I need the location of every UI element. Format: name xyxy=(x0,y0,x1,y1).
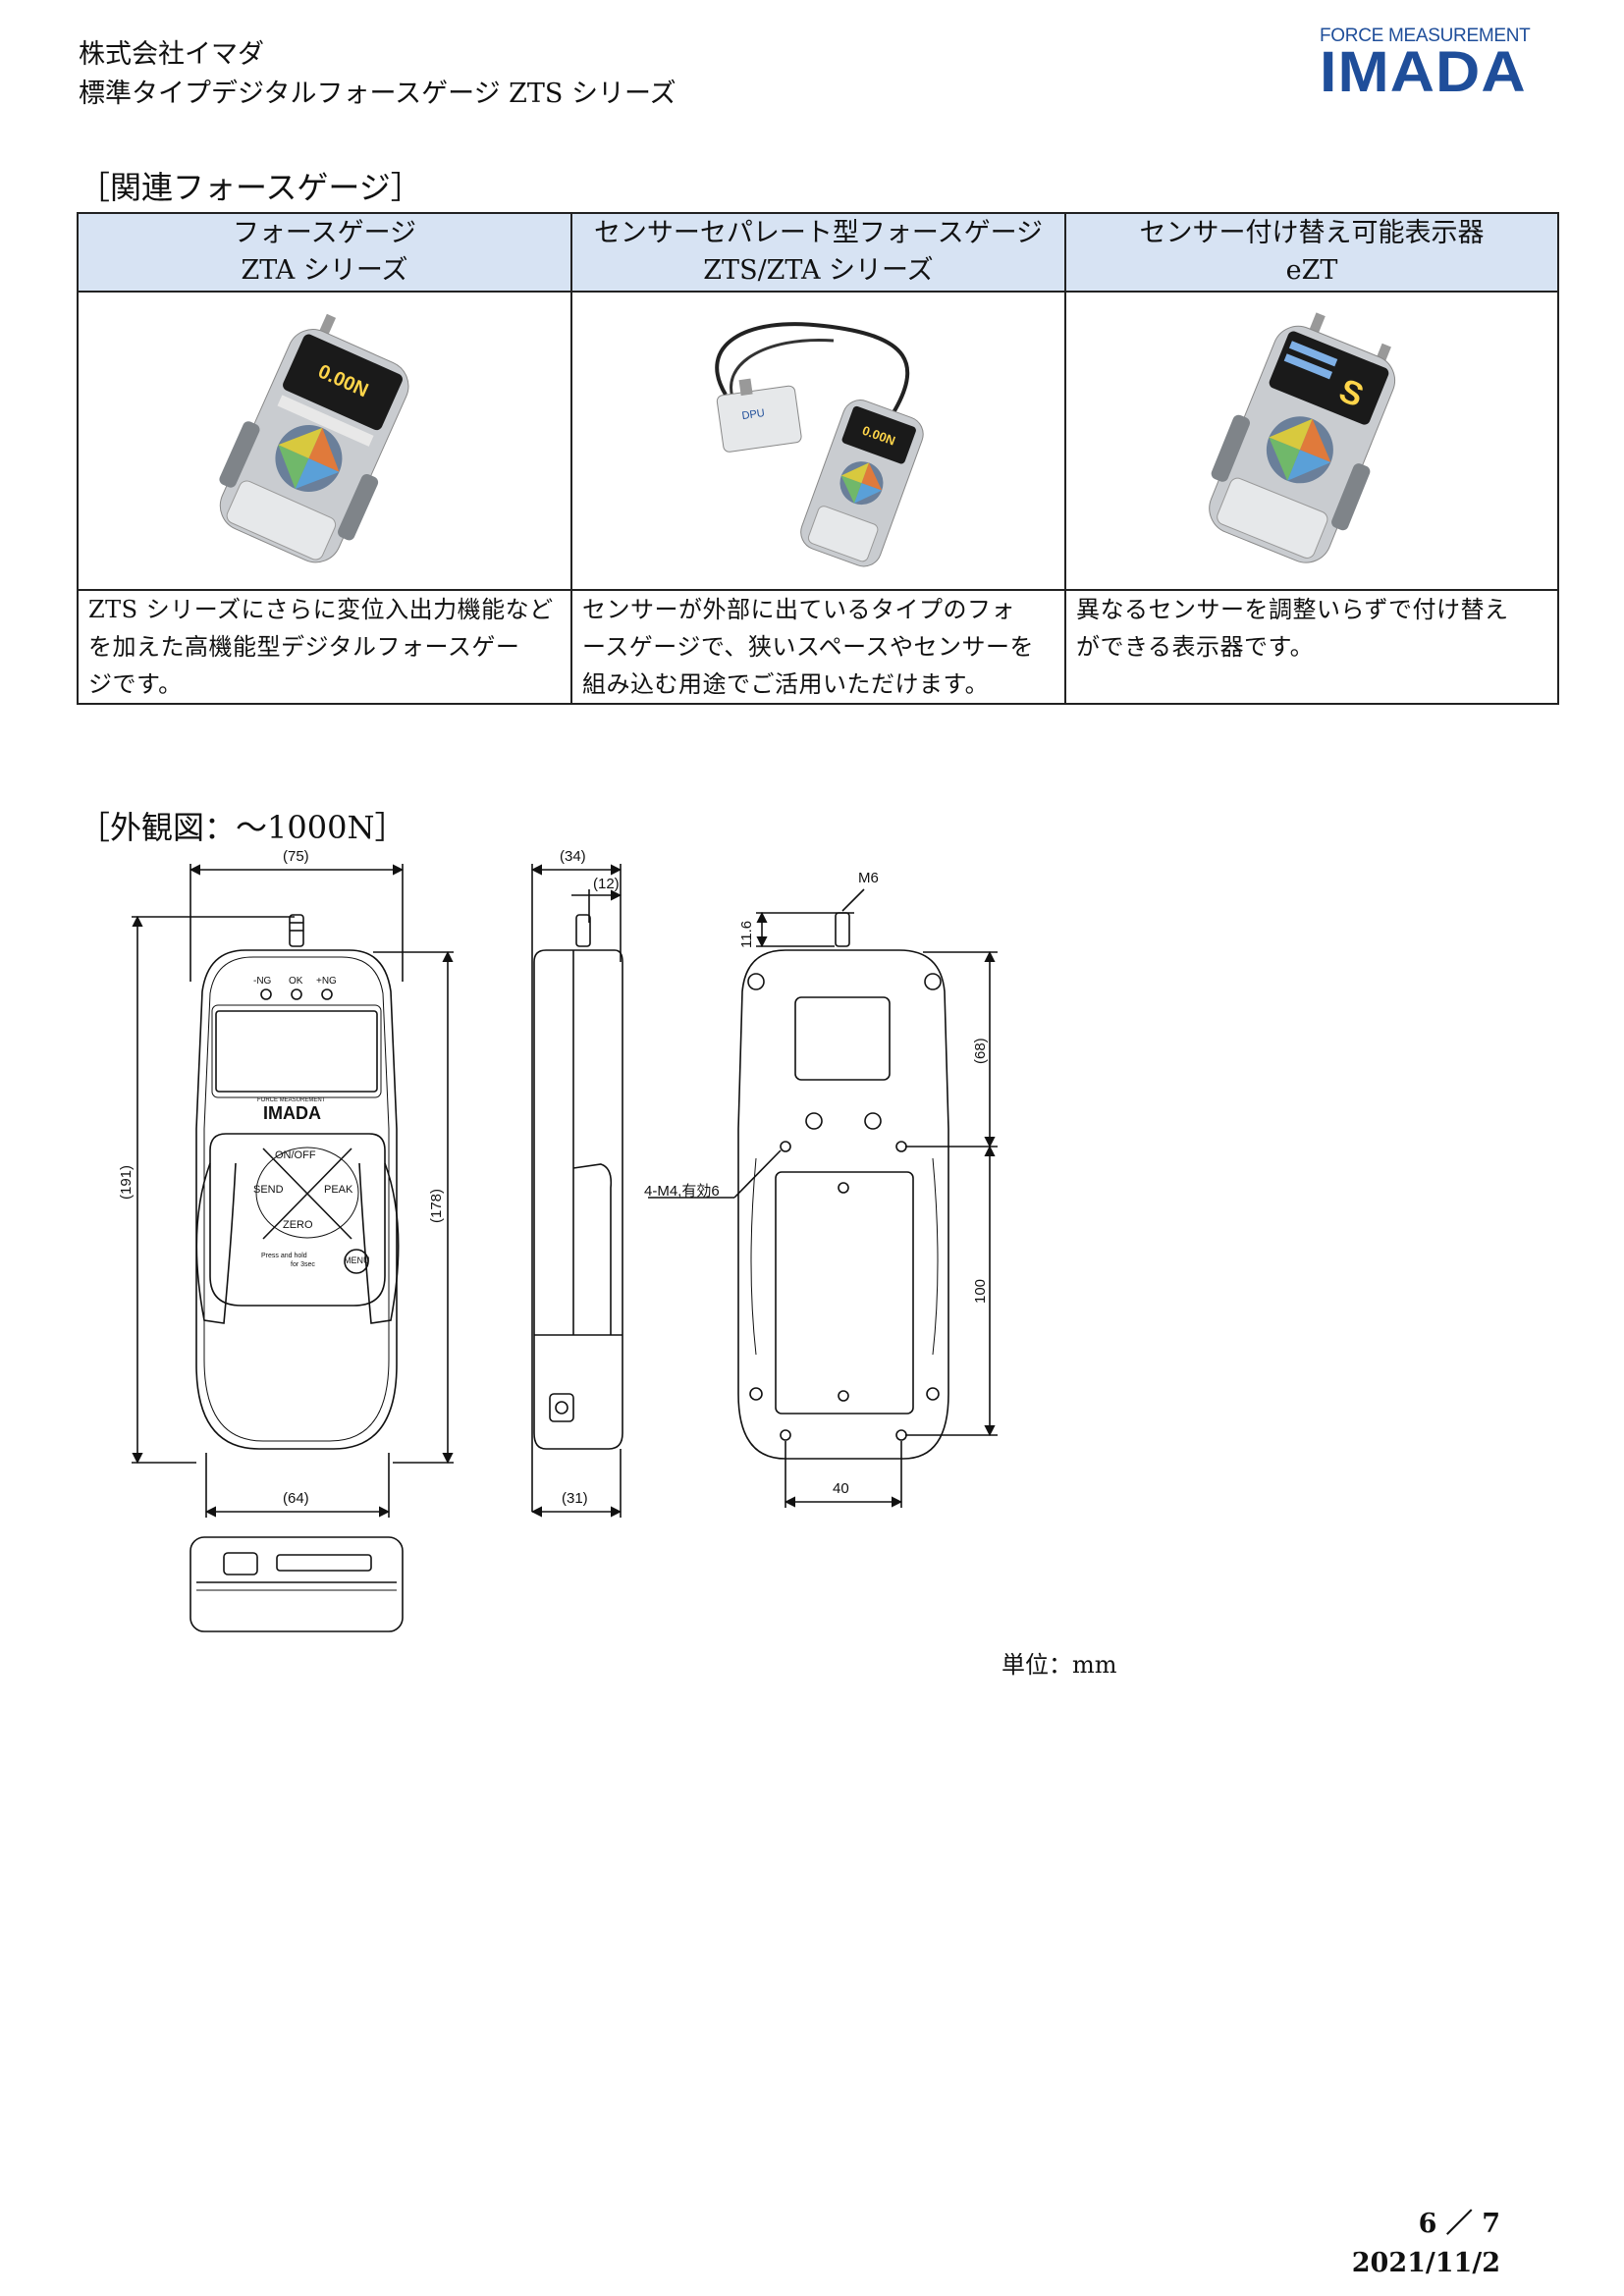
product-description: センサーが外部に出ているタイプのフォ ースゲージで、狭いスペースやセンサーを 組… xyxy=(570,589,1066,705)
desc-line: センサーが外部に出ているタイプのフォ xyxy=(582,596,1015,623)
product-image-cell: S xyxy=(1064,291,1559,591)
product-header-zta: フォースゲージ ZTA シリーズ xyxy=(77,212,572,293)
technical-drawing xyxy=(132,864,998,1632)
page-number: 6 ／ 7 xyxy=(1418,2209,1500,2239)
related-products-table: フォースゲージ ZTA シリーズ センサーセパレート型フォースゲージ ZTS/Z… xyxy=(77,212,1559,705)
separate-gauge-image: DPU 0.00N xyxy=(714,322,924,567)
desc-line: 異なるセンサーを調整いらずで付け替え xyxy=(1076,596,1509,623)
related-section-title: ［関連フォースゲージ］ xyxy=(79,169,422,206)
document-title: 標準タイプデジタルフォースゲージ ZTS シリーズ xyxy=(79,79,677,109)
front-view xyxy=(132,864,454,1518)
desc-line: ができる表示器です。 xyxy=(1076,633,1315,661)
drawing-section-title: ［外観図：～1000N］ xyxy=(79,809,406,846)
side-view xyxy=(530,864,623,1518)
revision-date: 2021/11/2 xyxy=(1351,2248,1500,2278)
product-title: センサーセパレート型フォースゲージ xyxy=(593,218,1044,248)
svg-text:DPU: DPU xyxy=(740,407,765,422)
unit-label: 単位：mm xyxy=(1001,1651,1117,1679)
back-view xyxy=(648,888,998,1508)
page-header: 株式会社イマダ 標準タイプデジタルフォースゲージ ZTS シリーズ xyxy=(79,35,677,114)
desc-line: を加えた高機能型デジタルフォースゲー xyxy=(88,633,520,661)
logo-wordmark: IMADA xyxy=(1320,40,1527,104)
product-image-cell: 0.00N xyxy=(77,291,572,591)
product-series: eZT xyxy=(1285,255,1338,286)
product-description: ZTS シリーズにさらに変位入出力機能など を加えた高機能型デジタルフォースゲー… xyxy=(77,589,572,705)
product-header-separate: センサーセパレート型フォースゲージ ZTS/ZTA シリーズ xyxy=(570,212,1066,293)
zta-gauge-image: 0.00N xyxy=(218,313,408,563)
product-title: フォースゲージ xyxy=(232,218,417,248)
ezt-gauge-image: S xyxy=(1209,312,1396,563)
bottom-view xyxy=(189,1536,404,1632)
page-footer: 6 ／ 7 2021/11/2 xyxy=(1352,2205,1500,2283)
product-description: 異なるセンサーを調整いらずで付け替え ができる表示器です。 xyxy=(1064,589,1559,705)
product-series: ZTA シリーズ xyxy=(241,255,408,286)
product-series: ZTS/ZTA シリーズ xyxy=(703,255,934,286)
product-title: センサー付け替え可能表示器 xyxy=(1139,218,1485,248)
desc-line: ースゲージで、狭いスペースやセンサーを xyxy=(582,633,1034,661)
logo-tagline: FORCE MEASUREMENT xyxy=(1320,26,1531,46)
desc-line: ZTS シリーズにさらに変位入出力機能など xyxy=(88,596,554,623)
desc-line: 組み込む用途でご活用いただけます。 xyxy=(582,670,990,698)
product-header-ezt: センサー付け替え可能表示器 eZT xyxy=(1064,212,1559,293)
company-name: 株式会社イマダ xyxy=(79,39,264,70)
imada-logo: FORCE MEASUREMENT IMADA xyxy=(1320,26,1536,101)
product-image-cell: DPU 0.00N xyxy=(570,291,1066,591)
desc-line: ジです。 xyxy=(88,670,183,698)
